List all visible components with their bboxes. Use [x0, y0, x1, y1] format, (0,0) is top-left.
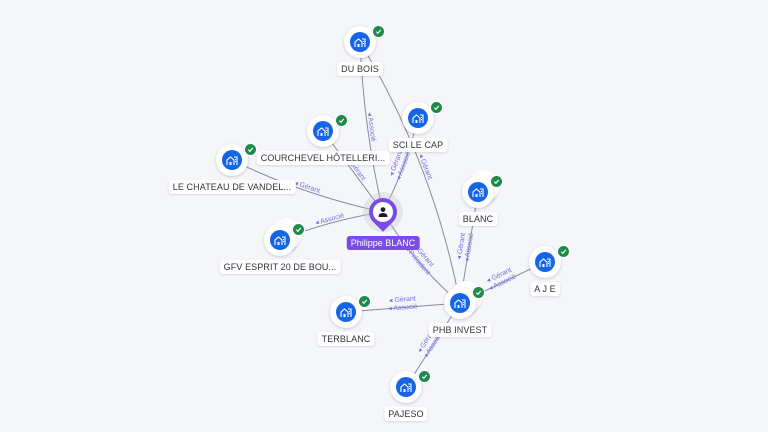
company-circle [402, 102, 434, 134]
company-label: A J E [530, 282, 560, 296]
company-label: DU BOIS [337, 62, 383, 76]
check-icon [335, 114, 348, 127]
building-icon [468, 182, 488, 202]
edge-label: ◂ Gérant [389, 295, 416, 304]
edge-label: ◂ Associé [315, 212, 345, 227]
edge-label: ◂ Gérant [456, 232, 467, 260]
check-icon [358, 295, 371, 308]
building-icon [313, 121, 333, 141]
edge-label: ◂ Gérant [293, 180, 321, 195]
center-person-label: Philippe BLANC [346, 236, 420, 250]
company-circle [462, 176, 494, 208]
company-label: PHB INVEST [428, 323, 492, 337]
edge-label: ◂ Gérant [417, 153, 433, 181]
edge-center-chateau [231, 159, 384, 213]
check-icon [372, 25, 385, 38]
person-icon [373, 202, 393, 222]
edge-label: ◂ Associé [366, 112, 377, 142]
company-circle [529, 246, 561, 278]
company-label: PAJESO [384, 407, 428, 421]
building-icon [408, 108, 428, 128]
building-icon [270, 230, 290, 250]
company-circle [264, 224, 296, 256]
company-circle [444, 287, 476, 319]
company-label: LE CHATEAU DE VANDEL... [168, 180, 296, 194]
company-label: GFV ESPRIT 20 DE BOU... [219, 260, 341, 274]
check-icon [490, 175, 503, 188]
company-label: SCI LE CAP [388, 138, 448, 152]
check-icon [472, 286, 485, 299]
edge-label: ◂ Associé [388, 303, 418, 312]
company-label: TERBLANC [317, 332, 375, 346]
building-icon [450, 293, 470, 313]
company-circle [330, 296, 362, 328]
company-circle [307, 115, 339, 147]
company-circle [390, 371, 422, 403]
company-label: COURCHEVEL HÔTELLERI... [256, 151, 390, 165]
building-icon [336, 302, 356, 322]
company-circle [344, 26, 376, 58]
company-label: BLANC [458, 212, 498, 226]
building-icon [535, 252, 555, 272]
building-icon [396, 377, 416, 397]
edge-label: ◂ Associé [464, 232, 476, 262]
check-icon [430, 101, 443, 114]
check-icon [244, 143, 257, 156]
building-icon [350, 32, 370, 52]
check-icon [418, 370, 431, 383]
building-icon [222, 150, 242, 170]
company-circle [216, 144, 248, 176]
check-icon [292, 223, 305, 236]
check-icon [557, 245, 570, 258]
